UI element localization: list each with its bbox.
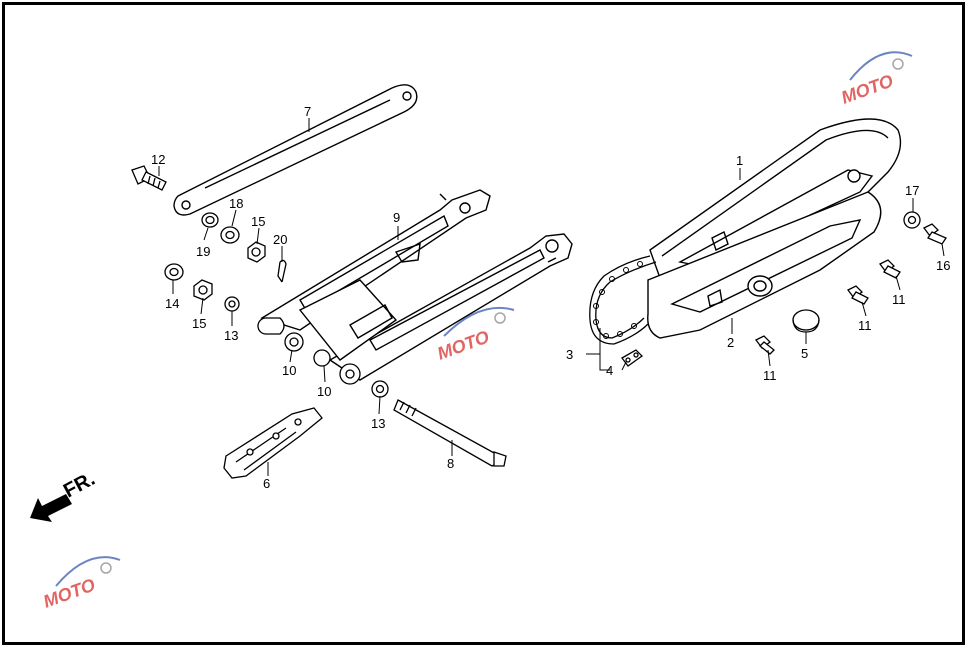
- part-6-chain-slider: [223, 407, 323, 479]
- part-10-bushing-b: [313, 349, 361, 385]
- watermark-bottom-left: MOTO: [41, 556, 121, 612]
- callout-2: 2: [727, 335, 734, 350]
- part-2-chain-case-lower: [647, 191, 882, 339]
- callout-1: 1: [736, 153, 743, 168]
- callout-20: 20: [273, 232, 287, 247]
- callout-6: 6: [263, 476, 270, 491]
- callout-14: 14: [165, 296, 179, 311]
- callout-7: 7: [304, 104, 311, 119]
- watermark-logo-text-2: MOTO: [435, 327, 492, 364]
- front-direction-indicator: FR.: [30, 468, 99, 522]
- part-13-washer-a: [224, 296, 240, 312]
- gear-icon: [494, 312, 506, 324]
- watermark-top-right: MOTO: [839, 51, 913, 108]
- part-12-bolt: [131, 165, 167, 191]
- part-18-washer: [220, 226, 240, 244]
- callout-10-b: 10: [317, 384, 331, 399]
- callout-12: 12: [151, 152, 165, 167]
- part-11-bolt-c: [879, 259, 901, 279]
- part-19-spring-washer: [201, 212, 219, 228]
- callout-9: 9: [393, 210, 400, 225]
- callout-15-b: 15: [192, 316, 206, 331]
- watermark-logo-text-1: MOTO: [839, 71, 896, 108]
- callout-5: 5: [801, 346, 808, 361]
- part-14-washer: [164, 263, 184, 281]
- callout-3: 3: [566, 347, 573, 362]
- callout-15-a: 15: [251, 214, 265, 229]
- leader-lines: [158, 118, 945, 476]
- callout-11-b: 11: [858, 318, 872, 333]
- part-15-nut-b: [193, 279, 213, 301]
- part-5-cap: [792, 309, 820, 333]
- gear-icon: [892, 58, 904, 70]
- callout-11-a: 11: [763, 368, 777, 383]
- callout-11-c: 11: [892, 292, 906, 307]
- callout-16: 16: [936, 258, 950, 273]
- callout-18: 18: [229, 196, 243, 211]
- callout-8: 8: [447, 456, 454, 471]
- part-7-torque-rod: [173, 84, 418, 216]
- part-11-bolt-b: [847, 285, 869, 305]
- part-3-drive-chain: [589, 255, 657, 345]
- part-4-chain-joint: [621, 349, 644, 367]
- part-8-pivot-shaft: [393, 399, 507, 467]
- callout-19: 19: [196, 244, 210, 259]
- part-13-washer-b: [371, 380, 389, 398]
- front-arrow-icon: [30, 494, 72, 522]
- part-15-nut-a: [247, 241, 266, 263]
- part-9-swingarm: [260, 189, 573, 381]
- part-10-bushing-a: [257, 317, 304, 352]
- callout-17: 17: [905, 183, 919, 198]
- part-11-bolt-a: [755, 335, 775, 355]
- callout-numbers: 7 12 18 19 15 20 14 15 13 9 10 10 13 8 6…: [151, 104, 950, 491]
- part-20-cotter-pin: [277, 259, 287, 283]
- callout-13-a: 13: [224, 328, 238, 343]
- watermark-logo-text-3: MOTO: [41, 575, 98, 612]
- part-16-bolt: [923, 223, 947, 245]
- callout-10-a: 10: [282, 363, 296, 378]
- gear-icon: [100, 562, 112, 574]
- part-17-washer: [903, 211, 921, 229]
- callout-13-b: 13: [371, 416, 385, 431]
- callout-4: 4: [606, 363, 613, 378]
